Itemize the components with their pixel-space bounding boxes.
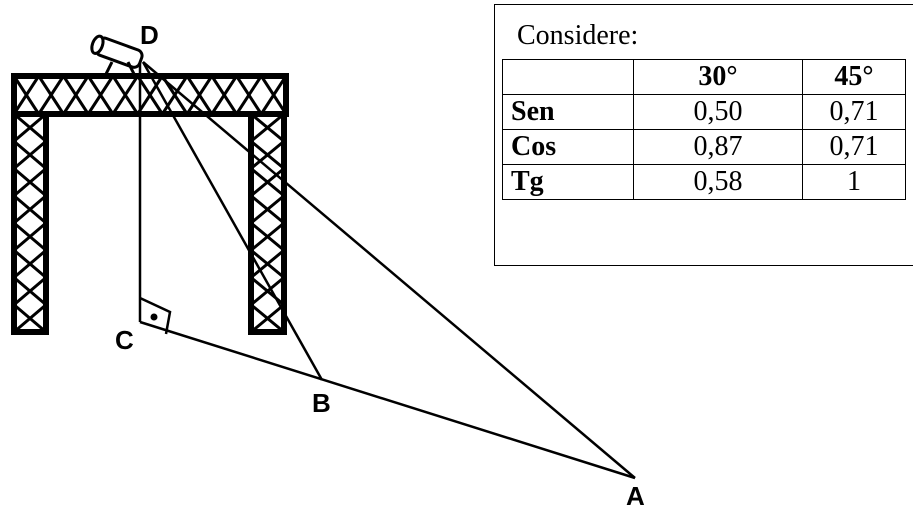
truss-brace (12, 75, 40, 115)
truss-brace (13, 112, 47, 143)
truss-brace (136, 75, 164, 115)
right-angle-marker (139, 296, 172, 335)
truss-brace (250, 194, 285, 225)
cell-30: 0,50 (633, 94, 803, 130)
truss-brace (250, 276, 285, 306)
table-row: Sen 0,50 0,71 (502, 94, 906, 130)
cell-45: 1 (802, 164, 906, 200)
trig-reference-box: Considere: 30° 45° Sen 0,50 0,71 Cos 0,8… (494, 4, 913, 266)
truss-brace (13, 194, 47, 225)
truss-brace (250, 221, 285, 252)
cell-30: 0,58 (633, 164, 803, 200)
truss-brace (235, 75, 263, 115)
segment-DB (141, 61, 324, 381)
cell-30: 0,87 (633, 129, 803, 165)
truss-brace (13, 140, 47, 170)
truss-brace (250, 303, 285, 334)
truss-brace (13, 303, 47, 334)
row-label: Tg (502, 164, 634, 200)
truss-brace (86, 75, 115, 115)
row-label: Sen (502, 94, 634, 130)
truss-brace (111, 75, 139, 115)
point-label-A: A (626, 481, 645, 507)
truss-brace (13, 249, 47, 279)
truss-brace (250, 112, 285, 143)
truss-brace (13, 167, 47, 197)
truss-brace (185, 75, 214, 115)
truss-brace (250, 249, 285, 279)
cell-45: 0,71 (802, 94, 906, 130)
point-label-C: C (115, 325, 134, 355)
point-label-D: D (140, 20, 159, 50)
header-empty (502, 59, 634, 95)
truss-brace (250, 167, 285, 197)
telescope-icon (90, 34, 144, 79)
table-row: Cos 0,87 0,71 (502, 129, 906, 165)
segment-CA (139, 320, 636, 480)
point-label-B: B (312, 388, 331, 418)
truss-brace (260, 75, 288, 115)
header-30: 30° (633, 59, 803, 95)
table-header-row: 30° 45° (502, 59, 906, 95)
truss-brace (37, 75, 65, 115)
table-title: Considere: (517, 20, 639, 51)
truss-brace (13, 276, 47, 306)
truss-brace (161, 75, 189, 115)
row-label: Cos (502, 129, 634, 165)
geometry-lines (138, 61, 636, 480)
header-45: 45° (802, 59, 906, 95)
truss-brace (250, 140, 285, 170)
truss-brace (62, 75, 90, 115)
trig-table: 30° 45° Sen 0,50 0,71 Cos 0,87 0,71 Tg 0… (502, 59, 906, 200)
cell-45: 0,71 (802, 129, 906, 165)
table-row: Tg 0,58 1 (502, 164, 906, 200)
truss-tower (11, 73, 289, 335)
truss-brace (13, 221, 47, 252)
segment-DA (142, 61, 636, 479)
truss-brace (210, 75, 238, 115)
